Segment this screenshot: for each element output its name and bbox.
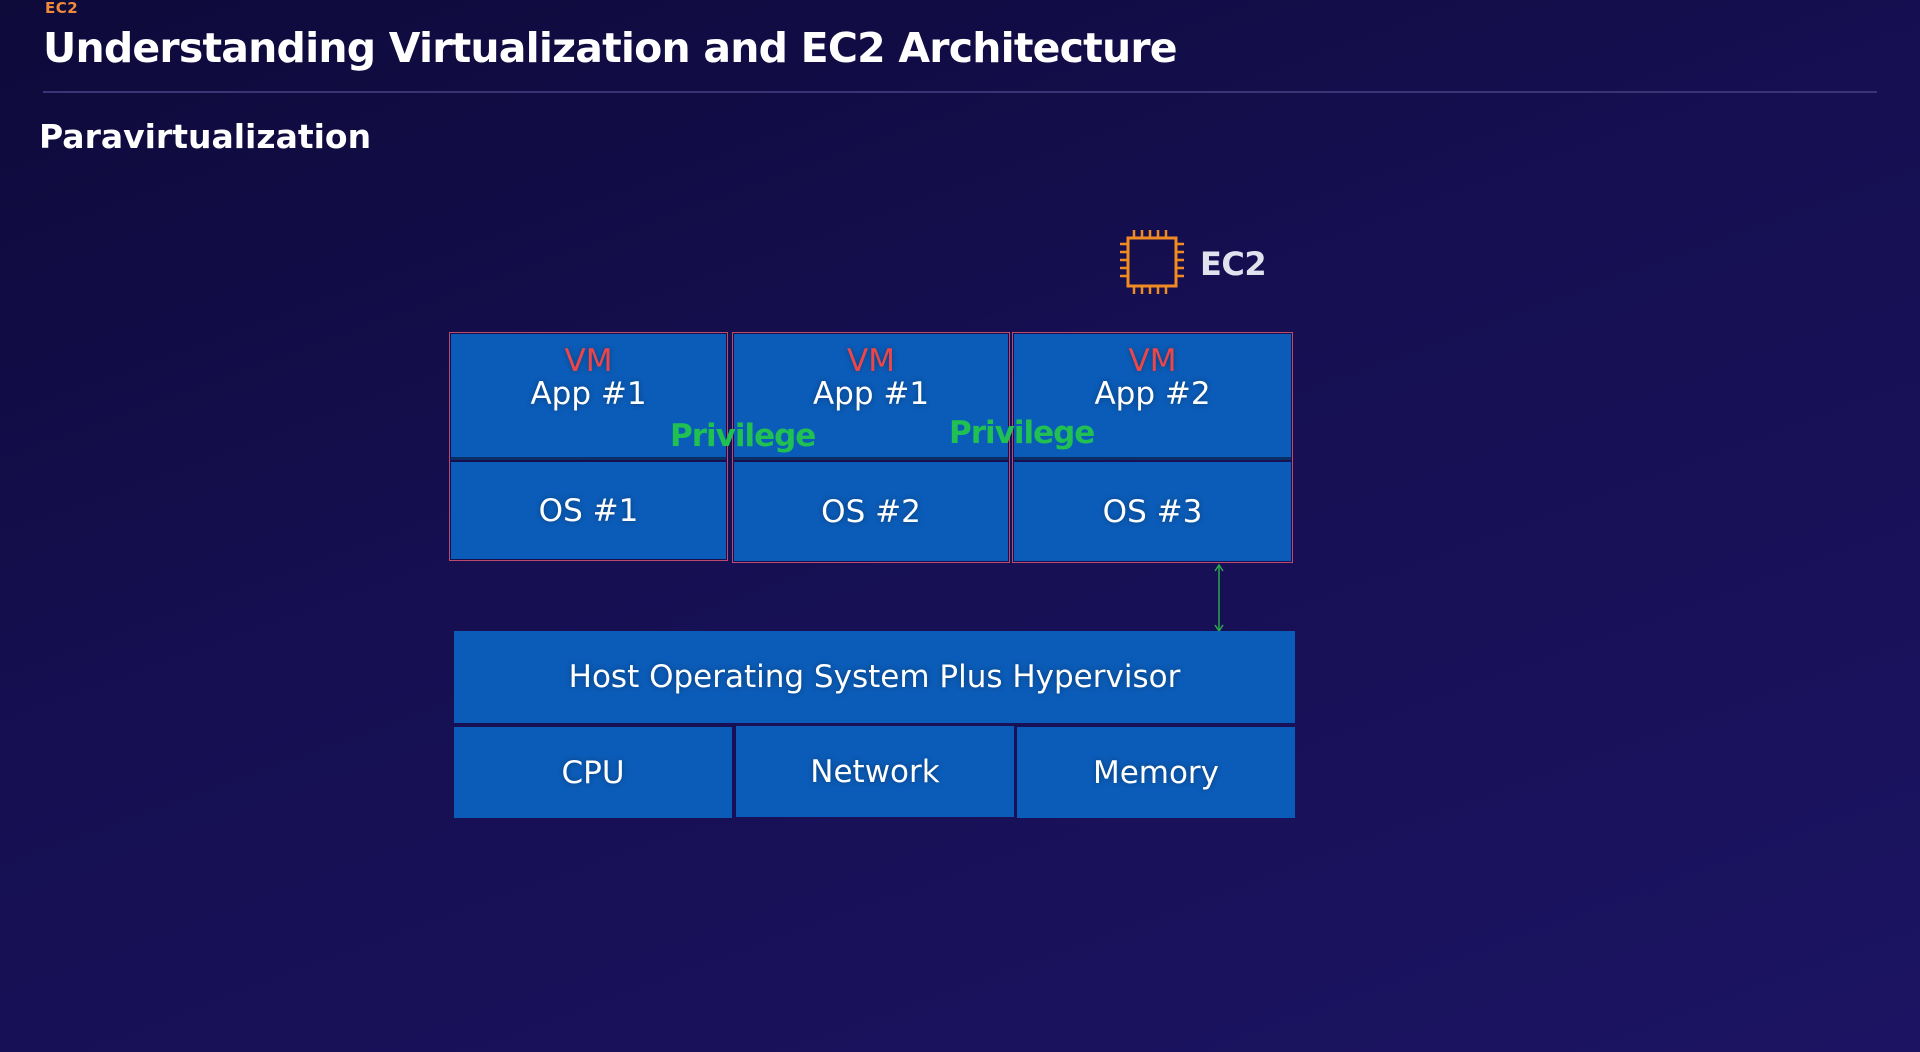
vm-1-app-box: VM App #1 [451, 334, 726, 460]
cpu-box: CPU [454, 727, 732, 818]
vm-1-tag: VM [564, 343, 613, 379]
chip-icon [1116, 226, 1188, 302]
network-box: Network [736, 726, 1014, 817]
privilege-label-2: Privilege [949, 415, 1095, 451]
vm-3-app-label: App #2 [1094, 376, 1211, 412]
slide-title: Understanding Virtualization and EC2 Arc… [43, 24, 1178, 72]
title-divider [43, 91, 1877, 93]
memory-box: Memory [1017, 727, 1295, 818]
vm-frame-2 [732, 332, 1010, 563]
privilege-label-1: Privilege [670, 418, 816, 454]
host-hypervisor-box: Host Operating System Plus Hypervisor [454, 631, 1295, 723]
double-arrow-icon [1211, 563, 1227, 637]
vm-3-tag: VM [1128, 343, 1177, 379]
vm-2-tag: VM [847, 343, 895, 379]
ec2-badge-label: EC2 [1200, 245, 1267, 283]
vm-1-os-box: OS #1 [451, 462, 726, 559]
vm-2-app-box: VM App #1 [734, 334, 1008, 460]
vm-2-app-label: App #1 [812, 376, 930, 412]
section-eyebrow: EC2 [45, 0, 79, 17]
ec2-badge: EC2 [1116, 226, 1267, 302]
vm-2-os-box: OS #2 [734, 462, 1008, 561]
vm-1-app-label: App #1 [530, 376, 647, 412]
vm-frame-1 [449, 332, 728, 561]
slide-subtitle: Paravirtualization [39, 117, 372, 156]
vm-3-app-box: VM App #2 [1014, 334, 1291, 460]
vm-3-os-box: OS #3 [1014, 462, 1291, 561]
vm-frame-3 [1012, 332, 1293, 563]
